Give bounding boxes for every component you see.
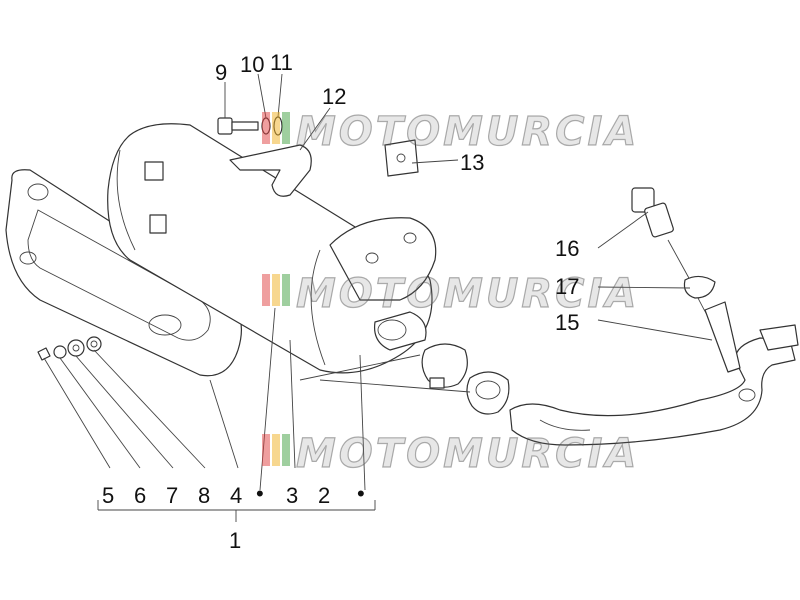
muffler-body: [107, 123, 437, 374]
watermark-middle: MOTOMURCIA: [262, 270, 639, 318]
exhaust-pipe: [509, 324, 799, 446]
bracket-dot-right: •: [357, 481, 365, 506]
pipe-clamp: [421, 343, 468, 389]
leader-lines: [43, 73, 713, 522]
fastener-stack: [37, 336, 102, 361]
muffler-mount-bracket: [229, 144, 312, 197]
part-labels: 9 10 11 12 13 16 17 15 5 6 7 8 4 • 3 2 •…: [102, 50, 579, 553]
label-17: 17: [555, 274, 579, 299]
label-10: 10: [240, 52, 264, 77]
outlet-sleeve: [373, 311, 427, 351]
label-6: 6: [134, 483, 146, 508]
label-3: 3: [286, 483, 298, 508]
pipe-gasket: [466, 371, 510, 415]
label-2: 2: [318, 483, 330, 508]
label-11: 11: [270, 50, 293, 75]
label-7: 7: [166, 483, 178, 508]
watermark-text: MOTOMURCIA: [296, 109, 639, 155]
label-1: 1: [229, 528, 241, 553]
label-8: 8: [198, 483, 210, 508]
mount-plate: [384, 139, 419, 177]
label-16: 16: [555, 236, 579, 261]
label-5: 5: [102, 483, 114, 508]
watermark-bottom: MOTOMURCIA: [262, 430, 639, 478]
label-9: 9: [215, 60, 227, 85]
label-13: 13: [460, 150, 484, 175]
label-4: 4: [230, 483, 242, 508]
watermark-text: MOTOMURCIA: [296, 431, 639, 477]
bracket-dot-left: •: [256, 481, 264, 506]
heat-shield: [5, 169, 242, 377]
label-12: 12: [322, 84, 346, 109]
watermark-text: MOTOMURCIA: [296, 271, 639, 317]
lambda-sensor: [631, 187, 741, 373]
watermark-top: MOTOMURCIA: [262, 108, 639, 156]
label-15: 15: [555, 310, 579, 335]
